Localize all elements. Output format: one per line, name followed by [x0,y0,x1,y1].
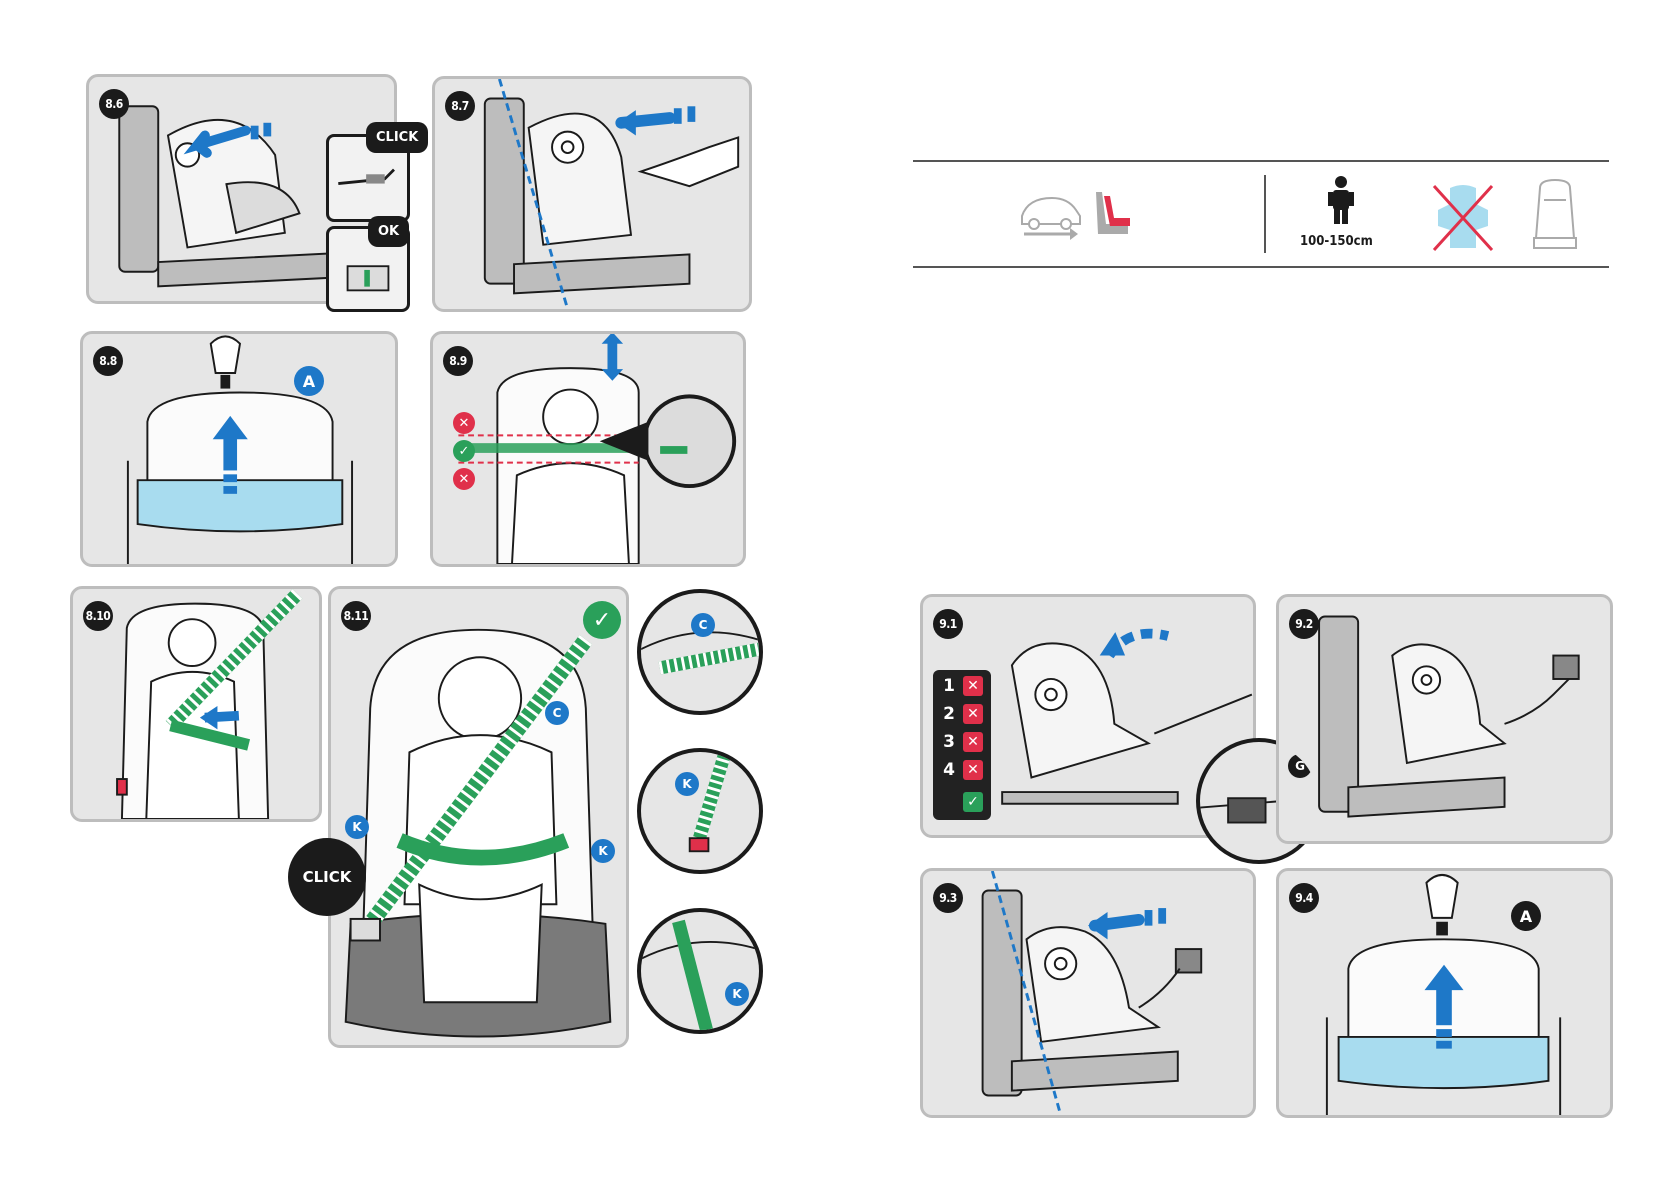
not-allowed-icon: ✕ [963,760,983,780]
height-range-label: 100-150cm [1300,234,1373,249]
step-number: 8.9 [443,346,473,376]
step-number: 8.10 [83,601,113,631]
position-number: 4 [939,760,959,780]
panel-9-2: 9.2 [1276,594,1613,844]
no-newborn-insert-icon [1430,182,1496,254]
panel-8-11: 8.11 C K K ✓ [328,586,629,1048]
step-number: 8.6 [99,89,129,119]
seat-push-back-illustration [923,871,1253,1115]
car-forward-facing-seat-icon [1018,188,1138,240]
checklist-row-4: 4 ✕ [939,758,985,782]
header-rule-bottom [913,266,1609,268]
click-callout: CLICK [366,122,428,153]
label-c: C [545,701,569,725]
label-c: C [691,613,715,637]
click-bubble: CLICK [288,838,366,916]
detail-lap-guide-buckle: K [637,748,763,874]
panel-8-10: 8.10 [70,586,322,822]
checklist-row-1: 1 ✕ [939,674,985,698]
step-number: 8.8 [93,346,123,376]
child-height-icon [1326,176,1356,226]
correct-check-icon: ✓ [583,601,621,639]
not-allowed-icon: ✕ [963,732,983,752]
wrong-low-icon: ✕ [453,468,475,490]
checklist-row-3: 3 ✕ [939,730,985,754]
position-number: 2 [939,704,959,724]
checklist-row-5: ✓ [939,790,985,814]
step-number: 9.2 [1289,609,1319,639]
wrong-high-icon: ✕ [453,412,475,434]
position-number: 3 [939,732,959,752]
label-a: A [294,366,324,396]
step-number: 8.11 [341,601,371,631]
checklist-row-2: 2 ✕ [939,702,985,726]
panel-8-9: 8.9 ✕ ✓ ✕ [430,331,746,567]
ok-callout: OK [368,216,409,247]
panel-9-4: 9.4 A [1276,868,1613,1118]
seat-push-illustration [435,79,749,309]
headrest-raise-illustration [83,334,395,564]
label-a: A [1511,901,1541,931]
step-number: 9.4 [1289,883,1319,913]
step-number: 9.3 [933,883,963,913]
buckle-guide-icon [641,752,759,870]
lap-belt-guide-icon [641,912,759,1030]
header-rule-top [913,160,1609,162]
panel-8-7: 8.7 [432,76,752,312]
not-allowed-icon: ✕ [963,676,983,696]
header-separator [1264,175,1266,253]
seat-position-illustration [1279,597,1610,841]
panel-8-8: 8.8 A [80,331,398,567]
step-number: 8.7 [445,91,475,121]
position-number: 1 [939,676,959,696]
label-k: K [675,772,699,796]
allowed-icon: ✓ [963,792,983,812]
detail-lap-guide: K [637,908,763,1034]
not-allowed-icon: ✕ [963,704,983,724]
belted-child-illustration [331,589,626,1045]
shoulder-belt-guide-icon [641,593,759,711]
child-height-check-illustration [433,334,743,564]
label-k-right: K [591,839,615,863]
detail-shoulder-guide: C [637,589,763,715]
isofix-seat-icon [1530,178,1580,254]
recline-position-checklist: 1 ✕ 2 ✕ 3 ✕ 4 ✕ ✓ [933,670,991,820]
label-g: G [1288,754,1312,778]
label-k: K [725,982,749,1006]
headrest-raise-illustration [1279,871,1610,1115]
step-number: 9.1 [933,609,963,639]
correct-position-icon: ✓ [453,440,475,462]
panel-9-3: 9.3 [920,868,1256,1118]
label-k-left: K [345,815,369,839]
